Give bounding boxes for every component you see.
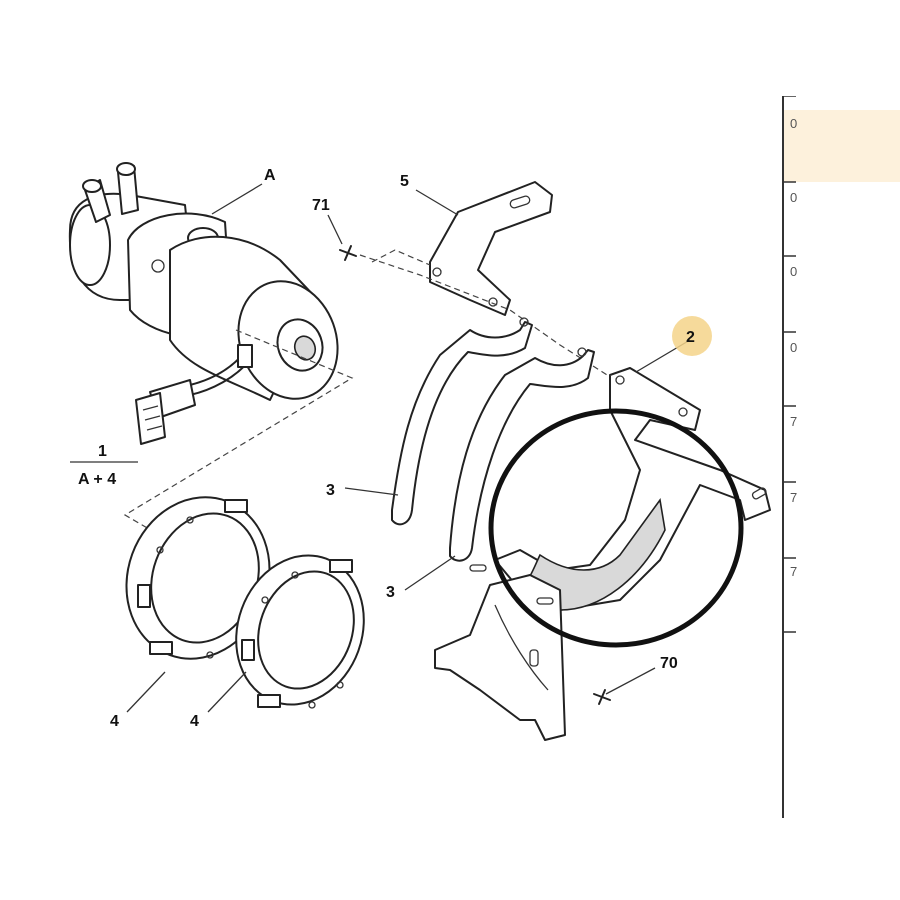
pump-motor-assembly <box>68 162 339 445</box>
highlight-circle-marker <box>488 408 744 648</box>
label-3-lower: 3 <box>386 584 395 601</box>
label-a: A <box>264 167 276 184</box>
label-4-right: 4 <box>190 713 199 730</box>
callout-2-badge <box>672 316 712 356</box>
side-panel-clipped: 0 0 0 0 7 7 7 <box>782 96 900 818</box>
side-mark-2: 0 <box>790 264 797 279</box>
fixing-line-dashed <box>359 254 616 381</box>
label-2: 2 <box>686 329 695 346</box>
label-4-left: 4 <box>110 713 119 730</box>
fixing-cross-70 <box>593 689 611 705</box>
strap-3-lower <box>449 347 595 562</box>
strap-3-upper <box>391 317 533 526</box>
side-mark-5: 7 <box>790 490 797 505</box>
side-mark-3: 0 <box>790 340 797 355</box>
ring-4-left <box>125 496 271 660</box>
label-3-upper: 3 <box>326 482 335 499</box>
fixing-cross-71 <box>339 245 357 261</box>
side-mark-0: 0 <box>790 116 797 131</box>
bracket-5 <box>429 181 553 316</box>
side-mark-4: 7 <box>790 414 797 429</box>
label-5: 5 <box>400 173 409 190</box>
side-mark-1: 0 <box>790 190 797 205</box>
side-mark-6: 7 <box>790 564 797 579</box>
ring-4-right <box>235 554 365 709</box>
label-71: 71 <box>312 197 330 214</box>
label-a-plus-4: A + 4 <box>78 471 116 488</box>
label-1: 1 <box>98 443 107 460</box>
label-70: 70 <box>660 655 678 672</box>
